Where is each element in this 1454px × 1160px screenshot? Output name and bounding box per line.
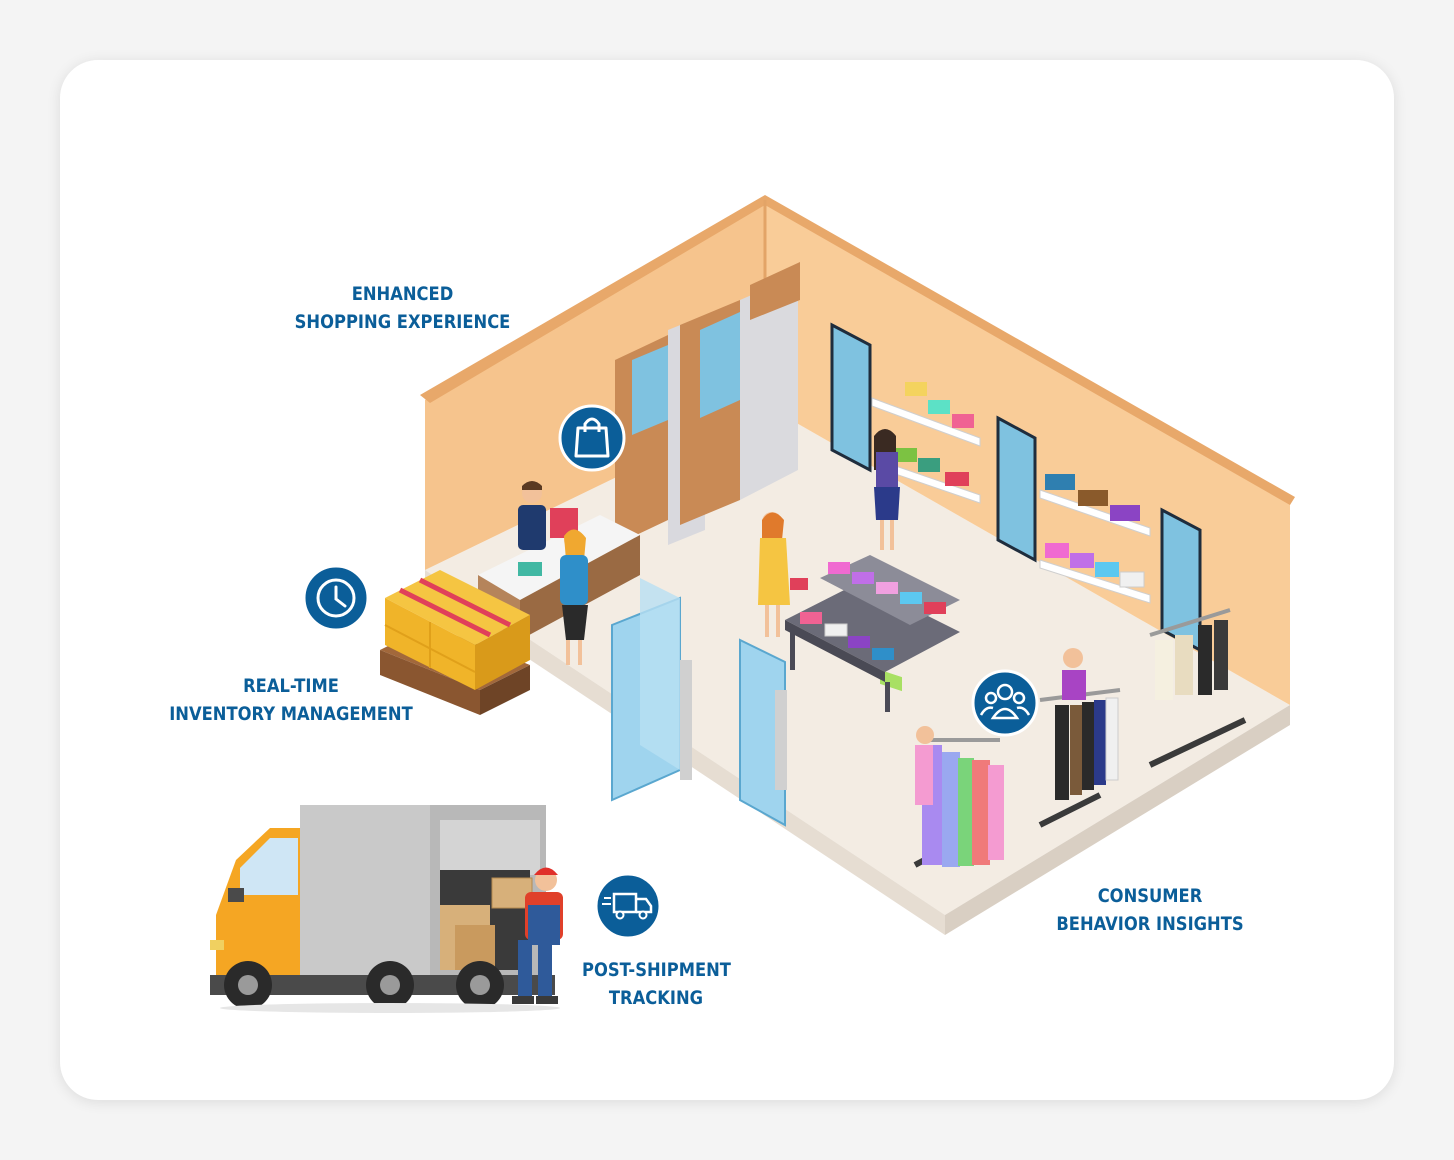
enhanced-shopping-experience-label: ENHANCED SHOPPING EXPERIENCE xyxy=(289,280,517,336)
wall-mirror xyxy=(830,322,872,473)
label-line: ENHANCED xyxy=(351,283,454,305)
display-table xyxy=(785,555,960,712)
clock-icon xyxy=(302,564,370,632)
entrance-doors xyxy=(611,578,787,827)
shopper-yellow xyxy=(758,512,808,637)
inventory-boxes xyxy=(380,570,530,715)
clothing-rack-middle xyxy=(1038,648,1121,828)
label-line: TRACKING xyxy=(608,987,704,1009)
delivery-worker xyxy=(491,867,563,1004)
label-line: CONSUMER xyxy=(1097,885,1203,907)
consumer-behavior-insights-label: CONSUMER BEHAVIOR INSIGHTS xyxy=(1047,882,1253,938)
fitting-rooms xyxy=(615,262,800,545)
store-left-wall xyxy=(425,200,765,570)
real-time-inventory-management-label: REAL-TIME INVENTORY MANAGEMENT xyxy=(165,672,416,728)
delivery-truck xyxy=(210,805,560,1013)
label-line: SHOPPING EXPERIENCE xyxy=(294,311,511,333)
wall-mirror xyxy=(996,415,1037,563)
wall-shelves xyxy=(871,382,1151,692)
customer-at-counter xyxy=(560,529,588,665)
clothing-rack-back xyxy=(1148,608,1247,768)
shopper-at-shelf xyxy=(874,429,900,550)
post-shipment-tracking-label: POST-SHIPMENT TRACKING xyxy=(582,956,731,1012)
label-line: BEHAVIOR INSIGHTS xyxy=(1056,913,1244,935)
label-line: REAL-TIME xyxy=(243,675,339,697)
label-line: INVENTORY MANAGEMENT xyxy=(169,703,413,725)
cashier-person xyxy=(518,481,546,550)
label-line: POST-SHIPMENT xyxy=(582,959,731,981)
shopping-bag-icon xyxy=(558,404,626,472)
clothing-rack-front xyxy=(913,726,1004,868)
users-group-icon xyxy=(971,669,1039,737)
delivery-truck-icon xyxy=(594,872,662,940)
